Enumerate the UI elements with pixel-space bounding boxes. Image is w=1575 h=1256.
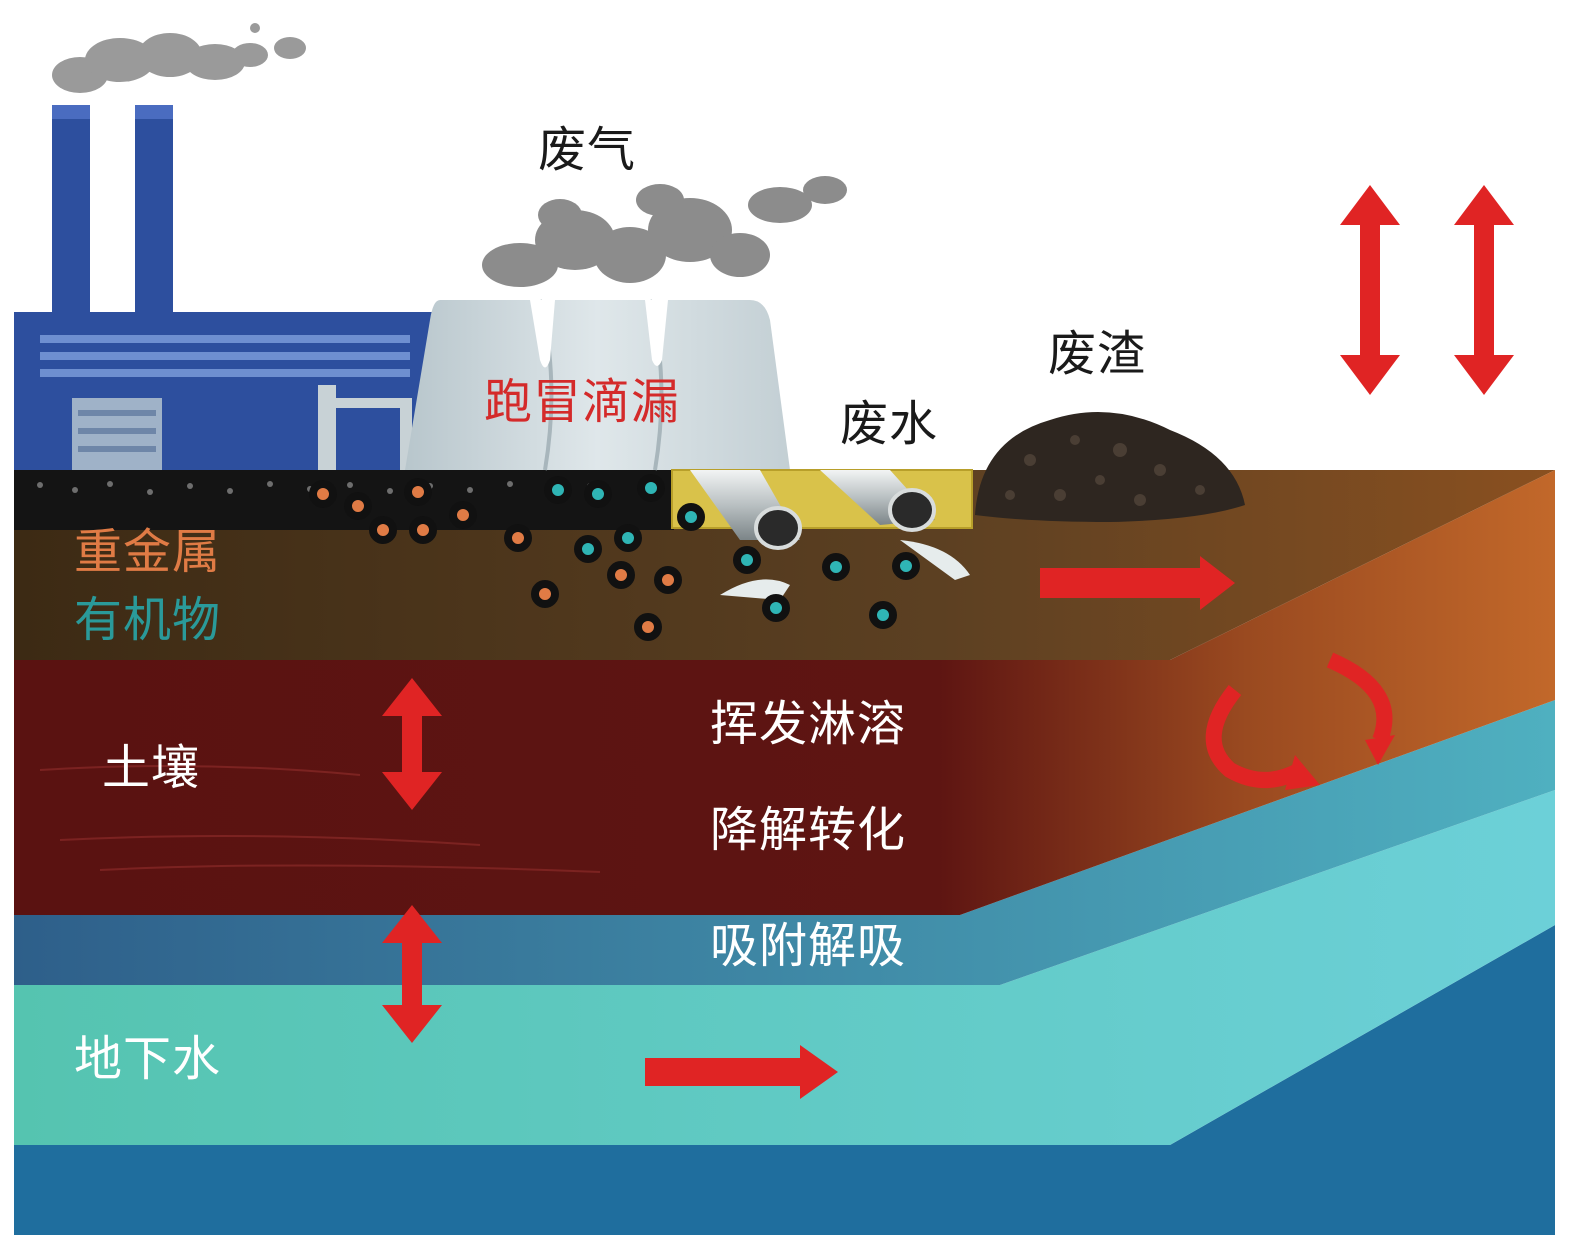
process-volatilization-label: 挥发淋溶 (710, 696, 907, 752)
cycle-arrowheads (1285, 735, 1395, 790)
waste-pile-icon (975, 412, 1245, 522)
cooling-tower-icon (405, 299, 790, 471)
chimney-icon (135, 105, 173, 315)
soil-texture (39, 765, 601, 873)
water-table-band (14, 700, 1555, 985)
soil-layer (14, 470, 1555, 915)
chimney-icon (52, 105, 90, 315)
pipe-icon (671, 469, 973, 600)
process-adsorption-label: 吸附解吸 (710, 918, 907, 974)
arrow-icon (382, 185, 1514, 1099)
organic-particles (544, 474, 920, 629)
surface-strip (14, 470, 674, 530)
deep-water-layer (14, 925, 1555, 1235)
heavy-metal-particles (309, 478, 682, 641)
chimney-smoke (52, 23, 306, 93)
soil-label: 土壤 (102, 740, 201, 796)
groundwater-label: 地下水 (74, 1031, 222, 1087)
cycle-arrow-icon (1205, 652, 1393, 788)
leakage-label: 跑冒滴漏 (484, 374, 681, 430)
process-degradation-label: 降解转化 (710, 802, 907, 858)
waste-gas-smoke (482, 176, 847, 287)
waste-water-label: 废水 (840, 396, 939, 452)
aquifer-layer (14, 790, 1555, 1145)
heavy-metals-label: 重金属 (74, 524, 222, 580)
factory (14, 23, 444, 470)
waste-residue-label: 废渣 (1048, 326, 1147, 382)
waste-gas-label: 废气 (538, 122, 637, 178)
organics-label: 有机物 (74, 592, 222, 648)
